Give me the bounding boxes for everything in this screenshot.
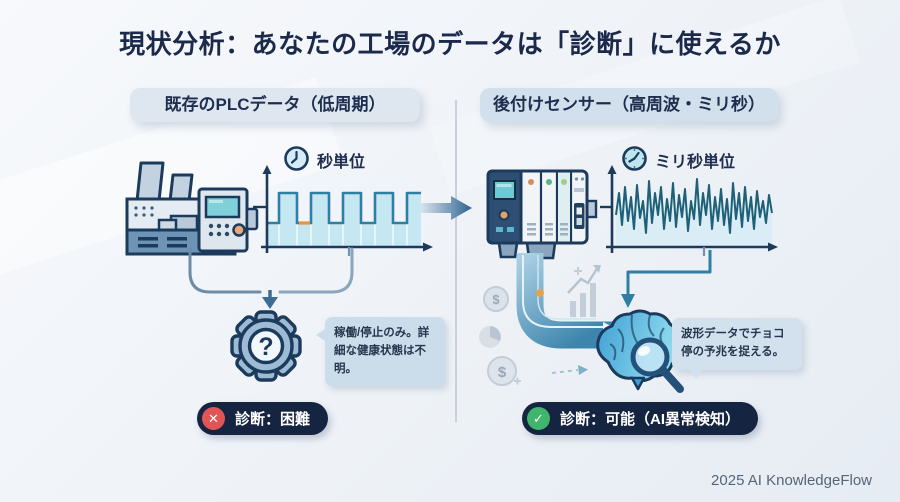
coin-icon [483,286,509,312]
brain-analysis-icon [596,309,684,393]
plc-sensor-icon [486,169,598,260]
right-badge-label: 診断：可能（AI異常検知） [560,411,741,428]
column-divider [455,100,457,422]
magnifier-icon [630,337,684,393]
footer-credit: 2025 AI KnowledgeFlow [711,472,872,489]
left-note-bubble: 稼働/停止のみ。詳細な健康状態は不明。 [316,317,445,387]
dollar-glyph: $ [492,292,500,307]
factory-machine-icon [125,161,259,256]
right-diagnosis-badge: ✓ 診断：可能（AI異常検知） [522,402,759,435]
clock-icon [622,146,647,171]
dollar-glyph: $ [498,364,507,381]
transition-arrow-icon [421,196,472,220]
square-wave-chart [253,165,433,256]
page-title: 現状分析：あなたの工場のデータは「診断」に使えるか [119,29,781,59]
gear-question-icon: ? [230,310,302,382]
left-sampling-label: 秒単位 [317,154,366,171]
right-sampling-label: ミリ秒単位 [655,154,736,171]
x-circle-icon: ✕ [202,407,225,430]
clock-icon [284,146,309,171]
right-note-bubble: 波形データでチョコ停の予兆を捉える。 [672,318,802,379]
bar-chart-icon [567,265,601,317]
vibration-wave-chart [600,165,778,256]
wave-to-brain-arrow [621,250,712,308]
question-mark: ? [258,333,273,361]
right-column-header: 後付けセンサー（高周波・ミリ秒） [480,88,778,122]
coin-icon [487,356,517,386]
left-column-header: 既存のPLCデータ（低周期） [130,88,420,122]
left-badge-label: 診断：困難 [235,411,311,428]
merge-connector-arrow [188,247,354,309]
check-circle-icon: ✓ [527,407,550,430]
left-diagnosis-badge: ✕ 診断：困難 [197,402,329,435]
